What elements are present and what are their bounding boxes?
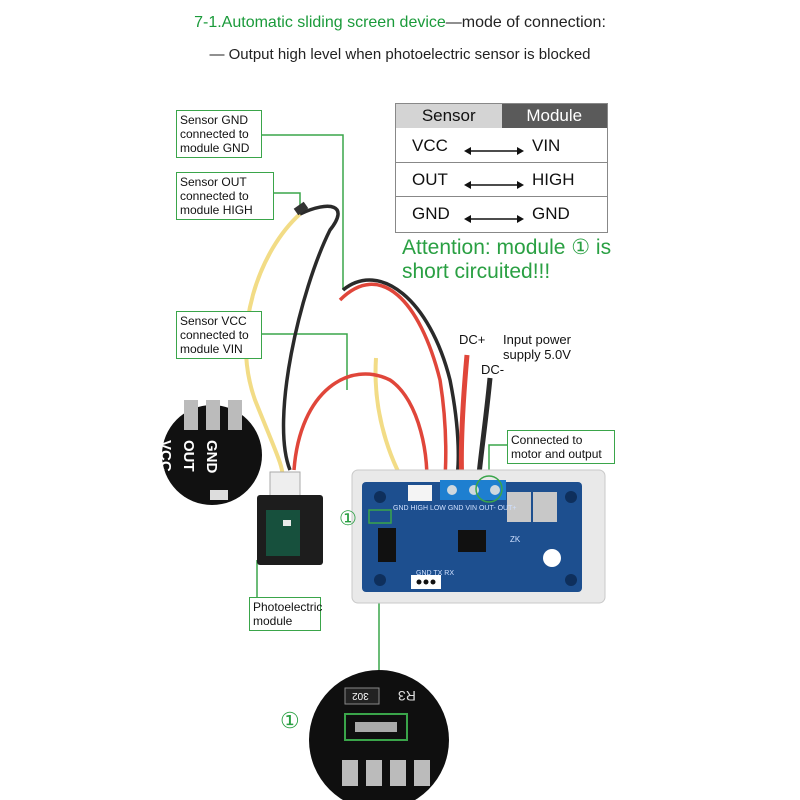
zoom-resistor [344, 687, 380, 705]
table-cell-module: GND [532, 204, 570, 223]
attention-line-2: short circuited!!! [402, 260, 551, 283]
double-arrow-icon [464, 175, 524, 189]
pcb-hole [565, 491, 577, 503]
sensor-zoom-pad [210, 490, 228, 500]
zoom-pin [414, 760, 430, 786]
table-cell-sensor: GND [412, 204, 450, 223]
title-separator: — [445, 14, 462, 31]
pcb-hole [565, 574, 577, 586]
table-row: GND GND [396, 198, 607, 230]
sensor-pin-gnd: GND [203, 440, 220, 474]
board-silkscreen: GND HIGH LOW GND VIN OUT- OUT+ [393, 505, 517, 512]
mosfet [533, 492, 557, 522]
sensor-pcb [266, 510, 300, 556]
wire-red-power [458, 354, 470, 486]
wire-black-power [475, 377, 493, 486]
table-row: OUT HIGH [396, 164, 607, 197]
module-connector [408, 485, 432, 501]
zoom-pin [342, 760, 358, 786]
callout-photoelectric-module: Photoelectric module [249, 597, 322, 631]
table-cell-sensor: VCC [412, 136, 448, 155]
dc-minus-label: DC- [481, 362, 505, 377]
marker-one-zoom: ① [280, 708, 300, 733]
motor-highlight [475, 475, 503, 503]
header-pin [423, 579, 429, 585]
double-arrow-icon [464, 141, 524, 155]
zoom-pin [366, 760, 382, 786]
sensor-pin-vcc: VCC [157, 440, 174, 472]
mosfet [507, 492, 531, 522]
module-cap [378, 528, 396, 562]
sensor-pin-out: OUT [180, 440, 197, 472]
table-header: Sensor Module [396, 104, 607, 128]
double-arrow-icon [464, 209, 524, 223]
sensor-zoom-pin [206, 400, 220, 430]
callout-sensor-vcc: Sensor VCC connected to module VIN [176, 311, 262, 359]
shorted-pad-highlight [368, 509, 392, 524]
header-pin [416, 579, 422, 585]
zoom-r3-label: R3 [398, 688, 416, 704]
zoom-pin [390, 760, 406, 786]
marker-one-board: ① [339, 508, 357, 530]
callout-sensor-gnd: Sensor GND connected to module GND [176, 110, 262, 158]
wire-black-main [341, 278, 460, 486]
wire-red-vcc [292, 372, 429, 491]
leader-vcc [262, 333, 348, 390]
zoom-resistor-code: 302 [352, 690, 369, 701]
sensor-zoom-pin [228, 400, 242, 430]
pin-mapping-table: Sensor Module VCC VIN OUT HIGH GND GND [395, 103, 608, 233]
wire-shrink-tube [293, 201, 309, 216]
leader-gnd [262, 134, 344, 290]
sensor-smd [283, 520, 291, 526]
callout-motor-output: Connected to motor and output [507, 430, 615, 464]
terminal-screw [447, 485, 457, 495]
input-power-label: Input power supply 5.0V [503, 332, 571, 362]
attention-note: Attention: module ① is short circuited!!… [402, 236, 642, 284]
attention-line-1: Attention: module ① is [402, 236, 612, 259]
terminal-screw [490, 485, 500, 495]
header-pin [430, 579, 436, 585]
callout-sensor-out: Sensor OUT connected to module HIGH [176, 172, 274, 220]
table-cell-sensor: OUT [412, 170, 448, 189]
module-chip [458, 530, 486, 552]
module-logo [543, 549, 561, 567]
sensor-zoom-pin [184, 400, 198, 430]
table-row: VCC VIN [396, 130, 607, 163]
page-title: 7-1.Automatic sliding screen device—mode… [0, 14, 800, 32]
pcb-hole [374, 491, 386, 503]
title-tail: mode of connection: [461, 14, 606, 31]
dc-plus-label: DC+ [459, 332, 486, 347]
zoom-short-box [344, 713, 408, 741]
table-cell-module: HIGH [532, 170, 575, 189]
subtitle: — Output high level when photoelectric s… [209, 46, 591, 63]
wire-black-gnd [281, 204, 340, 471]
table-head-sensor: Sensor [396, 104, 502, 128]
board-rx-label: GND TX RX [416, 570, 454, 577]
table-head-module: Module [501, 104, 607, 128]
board-zk-label: ZK [510, 535, 521, 544]
sensor-connector [269, 471, 301, 499]
title-main: 7-1.Automatic sliding screen device [194, 14, 446, 31]
table-cell-module: VIN [532, 136, 561, 155]
zoom-solder [355, 722, 397, 732]
pcb-hole [374, 574, 386, 586]
wire-red-main [338, 282, 448, 491]
wire-yellow-sensor [243, 212, 302, 479]
leader-motor [488, 444, 507, 478]
